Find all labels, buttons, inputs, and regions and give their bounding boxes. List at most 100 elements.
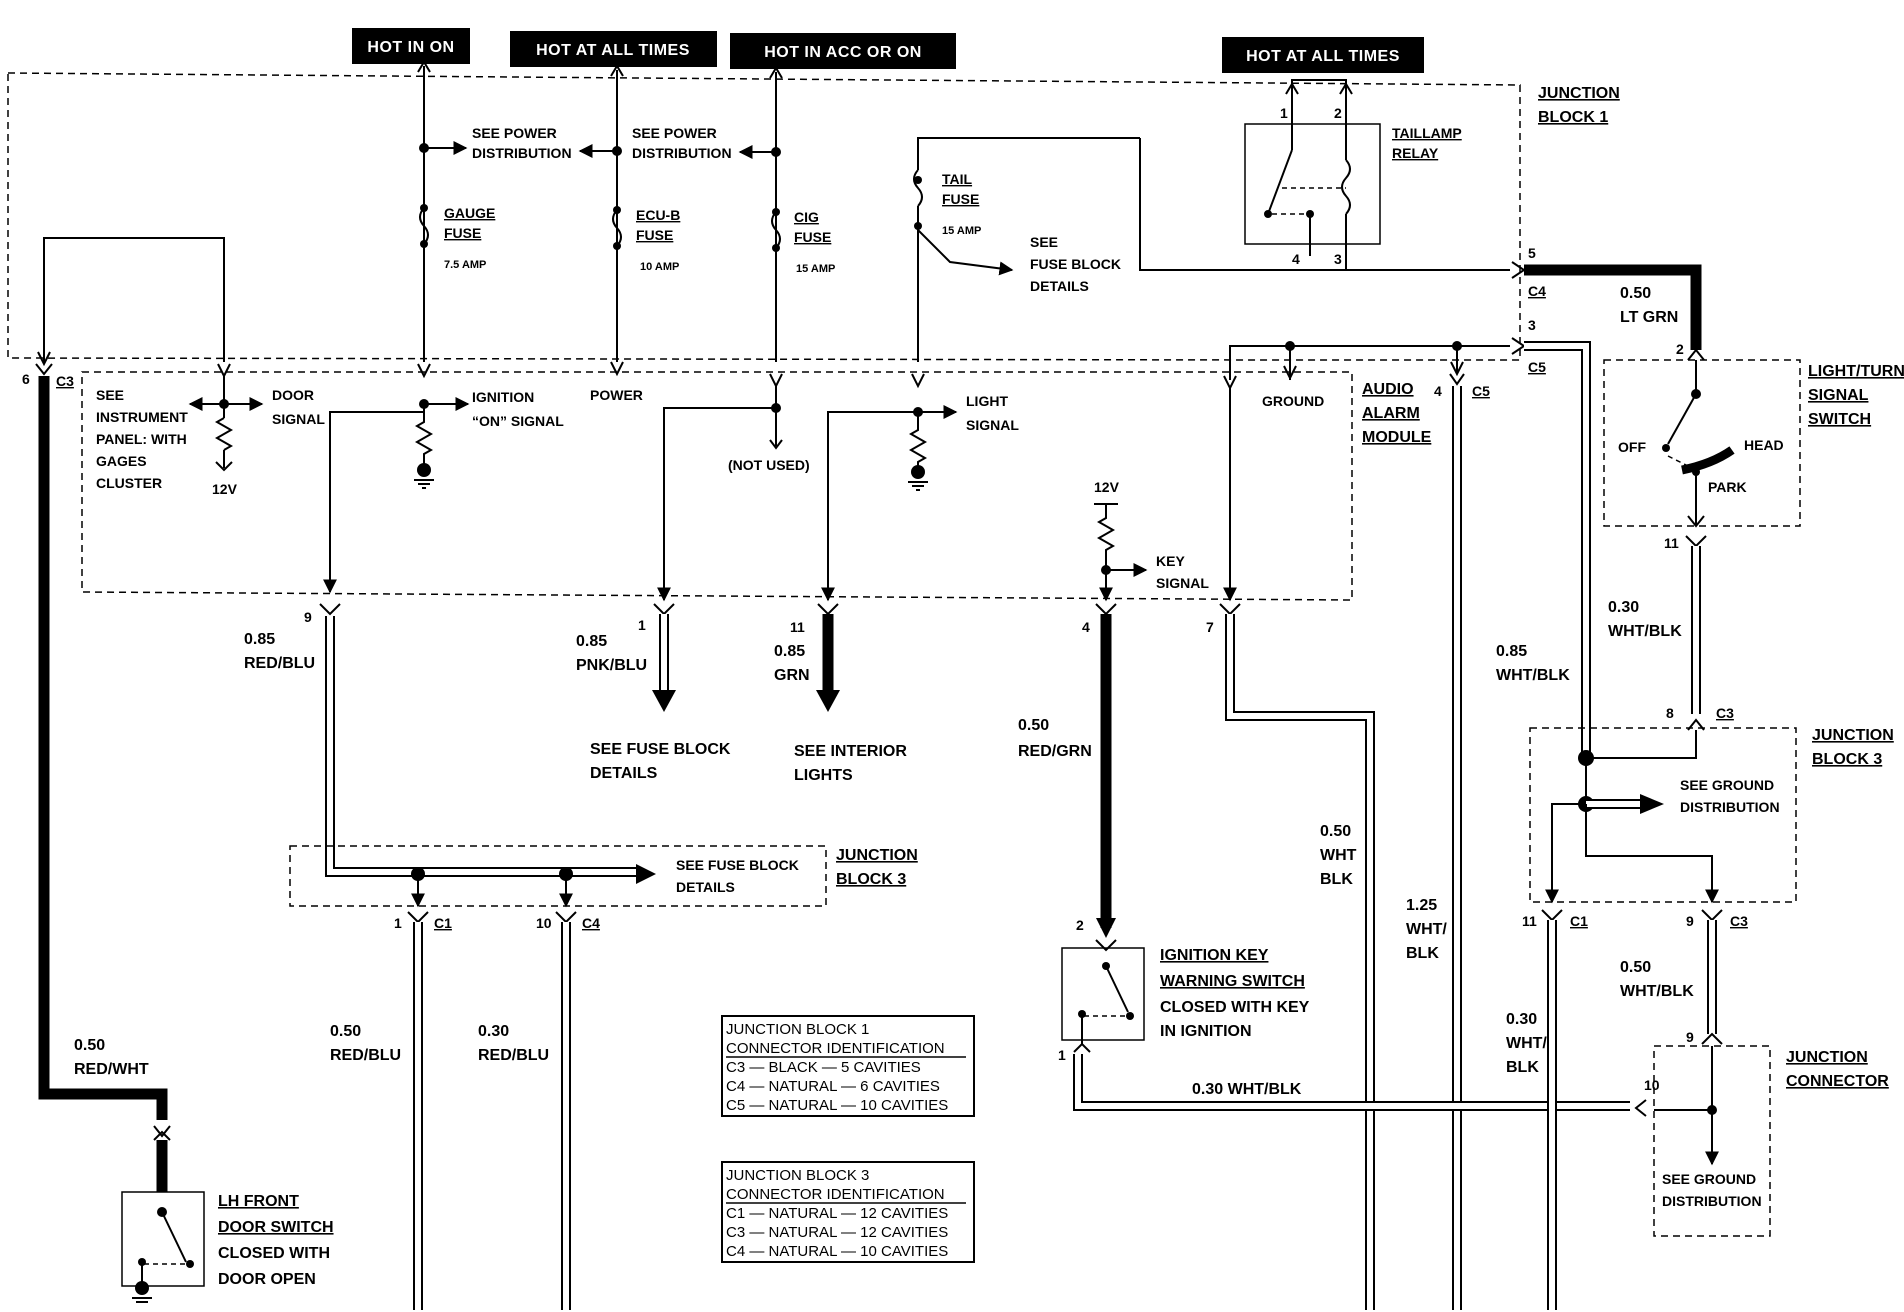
gauge-fuse: GAUGE FUSE 7.5 AMP: [419, 204, 495, 271]
junction-block-3-right-box: [1529, 727, 1797, 903]
svg-text:SIGNAL: SIGNAL: [966, 417, 1019, 433]
junction-block-3-right-label: JUNCTION: [1812, 727, 1894, 744]
wire-whtblk-a-gauge: 0.50: [1320, 823, 1351, 840]
see-instrument-panel: SEE: [96, 387, 124, 403]
jc-pin-10: 10: [1644, 1077, 1660, 1093]
junction-block-1-box: [7, 72, 1521, 361]
power-label: POWER: [590, 387, 643, 403]
wire-redgrn-color: RED/GRN: [1018, 743, 1092, 760]
ground-label: GROUND: [1262, 393, 1324, 409]
wire-pnkblu-color: PNK/BLU: [576, 657, 647, 674]
svg-text:C4 — NATURAL — 10 CAVITIES: C4 — NATURAL — 10 CAVITIES: [726, 1243, 948, 1260]
svg-text:FUSE: FUSE: [444, 225, 481, 241]
svg-text:HOT IN ACC OR ON: HOT IN ACC OR ON: [764, 44, 922, 61]
wire-grn-color: GRN: [774, 667, 810, 684]
jb3-connector-id-table: JUNCTION BLOCK 3 CONNECTOR IDENTIFICATIO…: [721, 1161, 975, 1263]
junction-block-3-mid-label: JUNCTION: [836, 847, 918, 864]
svg-text:SIGNAL: SIGNAL: [1156, 575, 1209, 591]
svg-text:FUSE: FUSE: [942, 191, 979, 207]
svg-text:TAIL: TAIL: [942, 171, 973, 187]
svg-text:SIGNAL: SIGNAL: [1808, 387, 1869, 404]
svg-text:BLK: BLK: [1320, 871, 1353, 888]
header-hot-at-all-times-2: HOT AT ALL TIMES: [1222, 37, 1424, 73]
lts-pin-2: 2: [1676, 341, 1684, 357]
svg-text:BLOCK 3: BLOCK 3: [836, 871, 906, 888]
conn-c3-left-pin: 6: [22, 371, 30, 387]
not-used-label: (NOT USED): [728, 457, 810, 473]
jb3r-c3-label: C3: [1716, 705, 1734, 721]
svg-text:HOT AT ALL TIMES: HOT AT ALL TIMES: [1246, 48, 1400, 65]
jb3r-c1-pin: 11: [1522, 913, 1537, 929]
wire-bottom-whtblk-label: 0.30 WHT/BLK: [1192, 1081, 1302, 1098]
svg-text:GAGES: GAGES: [96, 453, 147, 469]
wire-pnkblu-gauge: 0.85: [576, 633, 607, 650]
wire-whtblk-c-gauge: 0.85: [1496, 643, 1527, 660]
svg-text:7.5 AMP: 7.5 AMP: [444, 259, 486, 271]
see-power-distribution-1: SEE POWER: [472, 125, 557, 141]
taillamp-relay: 1 2 4 3 TAILLAMP RELAY: [1244, 79, 1462, 267]
svg-text:GAUGE: GAUGE: [444, 205, 495, 221]
pin-7: 7: [1206, 619, 1214, 635]
conn-c4-pin: 5: [1528, 245, 1536, 261]
wire-grn-gauge: 0.85: [774, 643, 805, 660]
see-fuse-block-details-top: SEE: [1030, 234, 1058, 250]
svg-text:LIGHTS: LIGHTS: [794, 767, 853, 784]
conn-c1-mid-label: C1: [434, 915, 452, 931]
see-fuse-block-details-mid: SEE FUSE BLOCK: [590, 741, 731, 758]
svg-text:HOT IN ON: HOT IN ON: [367, 39, 454, 56]
svg-text:RELAY: RELAY: [1392, 145, 1439, 161]
svg-text:DETAILS: DETAILS: [1030, 278, 1089, 294]
conn-c3-left-label: C3: [56, 373, 74, 389]
jb3r-c3b-label: C3: [1730, 913, 1748, 929]
svg-text:JUNCTION BLOCK 3: JUNCTION BLOCK 3: [726, 1167, 869, 1184]
v12-label-key: 12V: [1094, 479, 1120, 495]
wire-redwht-color: RED/WHT: [74, 1061, 149, 1078]
junction-connector-box: [1653, 1045, 1771, 1237]
conn-c4-label: C4: [1528, 283, 1546, 299]
svg-text:BLOCK 3: BLOCK 3: [1812, 751, 1882, 768]
wire-redblu-c1-gauge: 0.50: [330, 1023, 361, 1040]
junction-block-1-label: JUNCTION: [1538, 85, 1620, 102]
svg-text:FUSE: FUSE: [636, 227, 673, 243]
pin-1: 1: [638, 617, 646, 633]
svg-text:ECU-B: ECU-B: [636, 207, 680, 223]
wire-whtblk-b-gauge: 1.25: [1406, 897, 1437, 914]
header-hot-in-acc-or-on: HOT IN ACC OR ON: [730, 33, 956, 69]
ecu-b-fuse: ECU-B FUSE 10 AMP: [612, 206, 680, 273]
svg-text:WARNING SWITCH: WARNING SWITCH: [1160, 973, 1305, 990]
pin-4: 4: [1082, 619, 1090, 635]
svg-text:CLOSED WITH: CLOSED WITH: [218, 1245, 330, 1262]
lts-off: OFF: [1618, 439, 1646, 455]
svg-text:DISTRIBUTION: DISTRIBUTION: [1680, 799, 1780, 815]
svg-text:DISTRIBUTION: DISTRIBUTION: [472, 145, 572, 161]
svg-text:15 AMP: 15 AMP: [942, 225, 981, 237]
wire-whtblk-e-gauge: 0.30: [1608, 599, 1639, 616]
tail-fuse: TAIL FUSE 15 AMP: [913, 169, 981, 237]
svg-text:WHT/: WHT/: [1406, 921, 1447, 938]
svg-text:CLUSTER: CLUSTER: [96, 475, 162, 491]
jb3r-c1-label: C1: [1570, 913, 1588, 929]
audio-alarm-module-label: AUDIO: [1362, 381, 1414, 398]
svg-text:CLOSED WITH KEY: CLOSED WITH KEY: [1160, 999, 1310, 1016]
svg-text:2: 2: [1334, 105, 1342, 121]
svg-text:ALARM: ALARM: [1362, 405, 1420, 422]
svg-text:10 AMP: 10 AMP: [640, 261, 679, 273]
svg-text:TAILLAMP: TAILLAMP: [1392, 125, 1462, 141]
svg-text:C5 — NATURAL — 10 CAVITIES: C5 — NATURAL — 10 CAVITIES: [726, 1097, 948, 1114]
junction-connector-label: JUNCTION: [1786, 1049, 1868, 1066]
wire-redwht-gauge: 0.50: [74, 1037, 105, 1054]
audio-alarm-module-box: [81, 371, 1353, 601]
jc-see-ground: SEE GROUND: [1662, 1171, 1756, 1187]
svg-text:INSTRUMENT: INSTRUMENT: [96, 409, 188, 425]
wire-ltgrn-color: LT GRN: [1620, 309, 1678, 326]
svg-text:LH FRONT: LH FRONT: [218, 1193, 299, 1210]
jb3-see-fuse-block: SEE FUSE BLOCK: [676, 857, 799, 873]
svg-text:3: 3: [1334, 251, 1342, 267]
svg-text:JUNCTION BLOCK 1: JUNCTION BLOCK 1: [726, 1021, 869, 1038]
wire-redblu-c4-color: RED/BLU: [478, 1047, 549, 1064]
svg-text:WHT/: WHT/: [1506, 1035, 1547, 1052]
svg-text:C3 — NATURAL — 12 CAVITIES: C3 — NATURAL — 12 CAVITIES: [726, 1224, 948, 1241]
see-interior-lights: SEE INTERIOR: [794, 743, 907, 760]
svg-text:IGNITION KEY: IGNITION KEY: [1160, 947, 1269, 964]
